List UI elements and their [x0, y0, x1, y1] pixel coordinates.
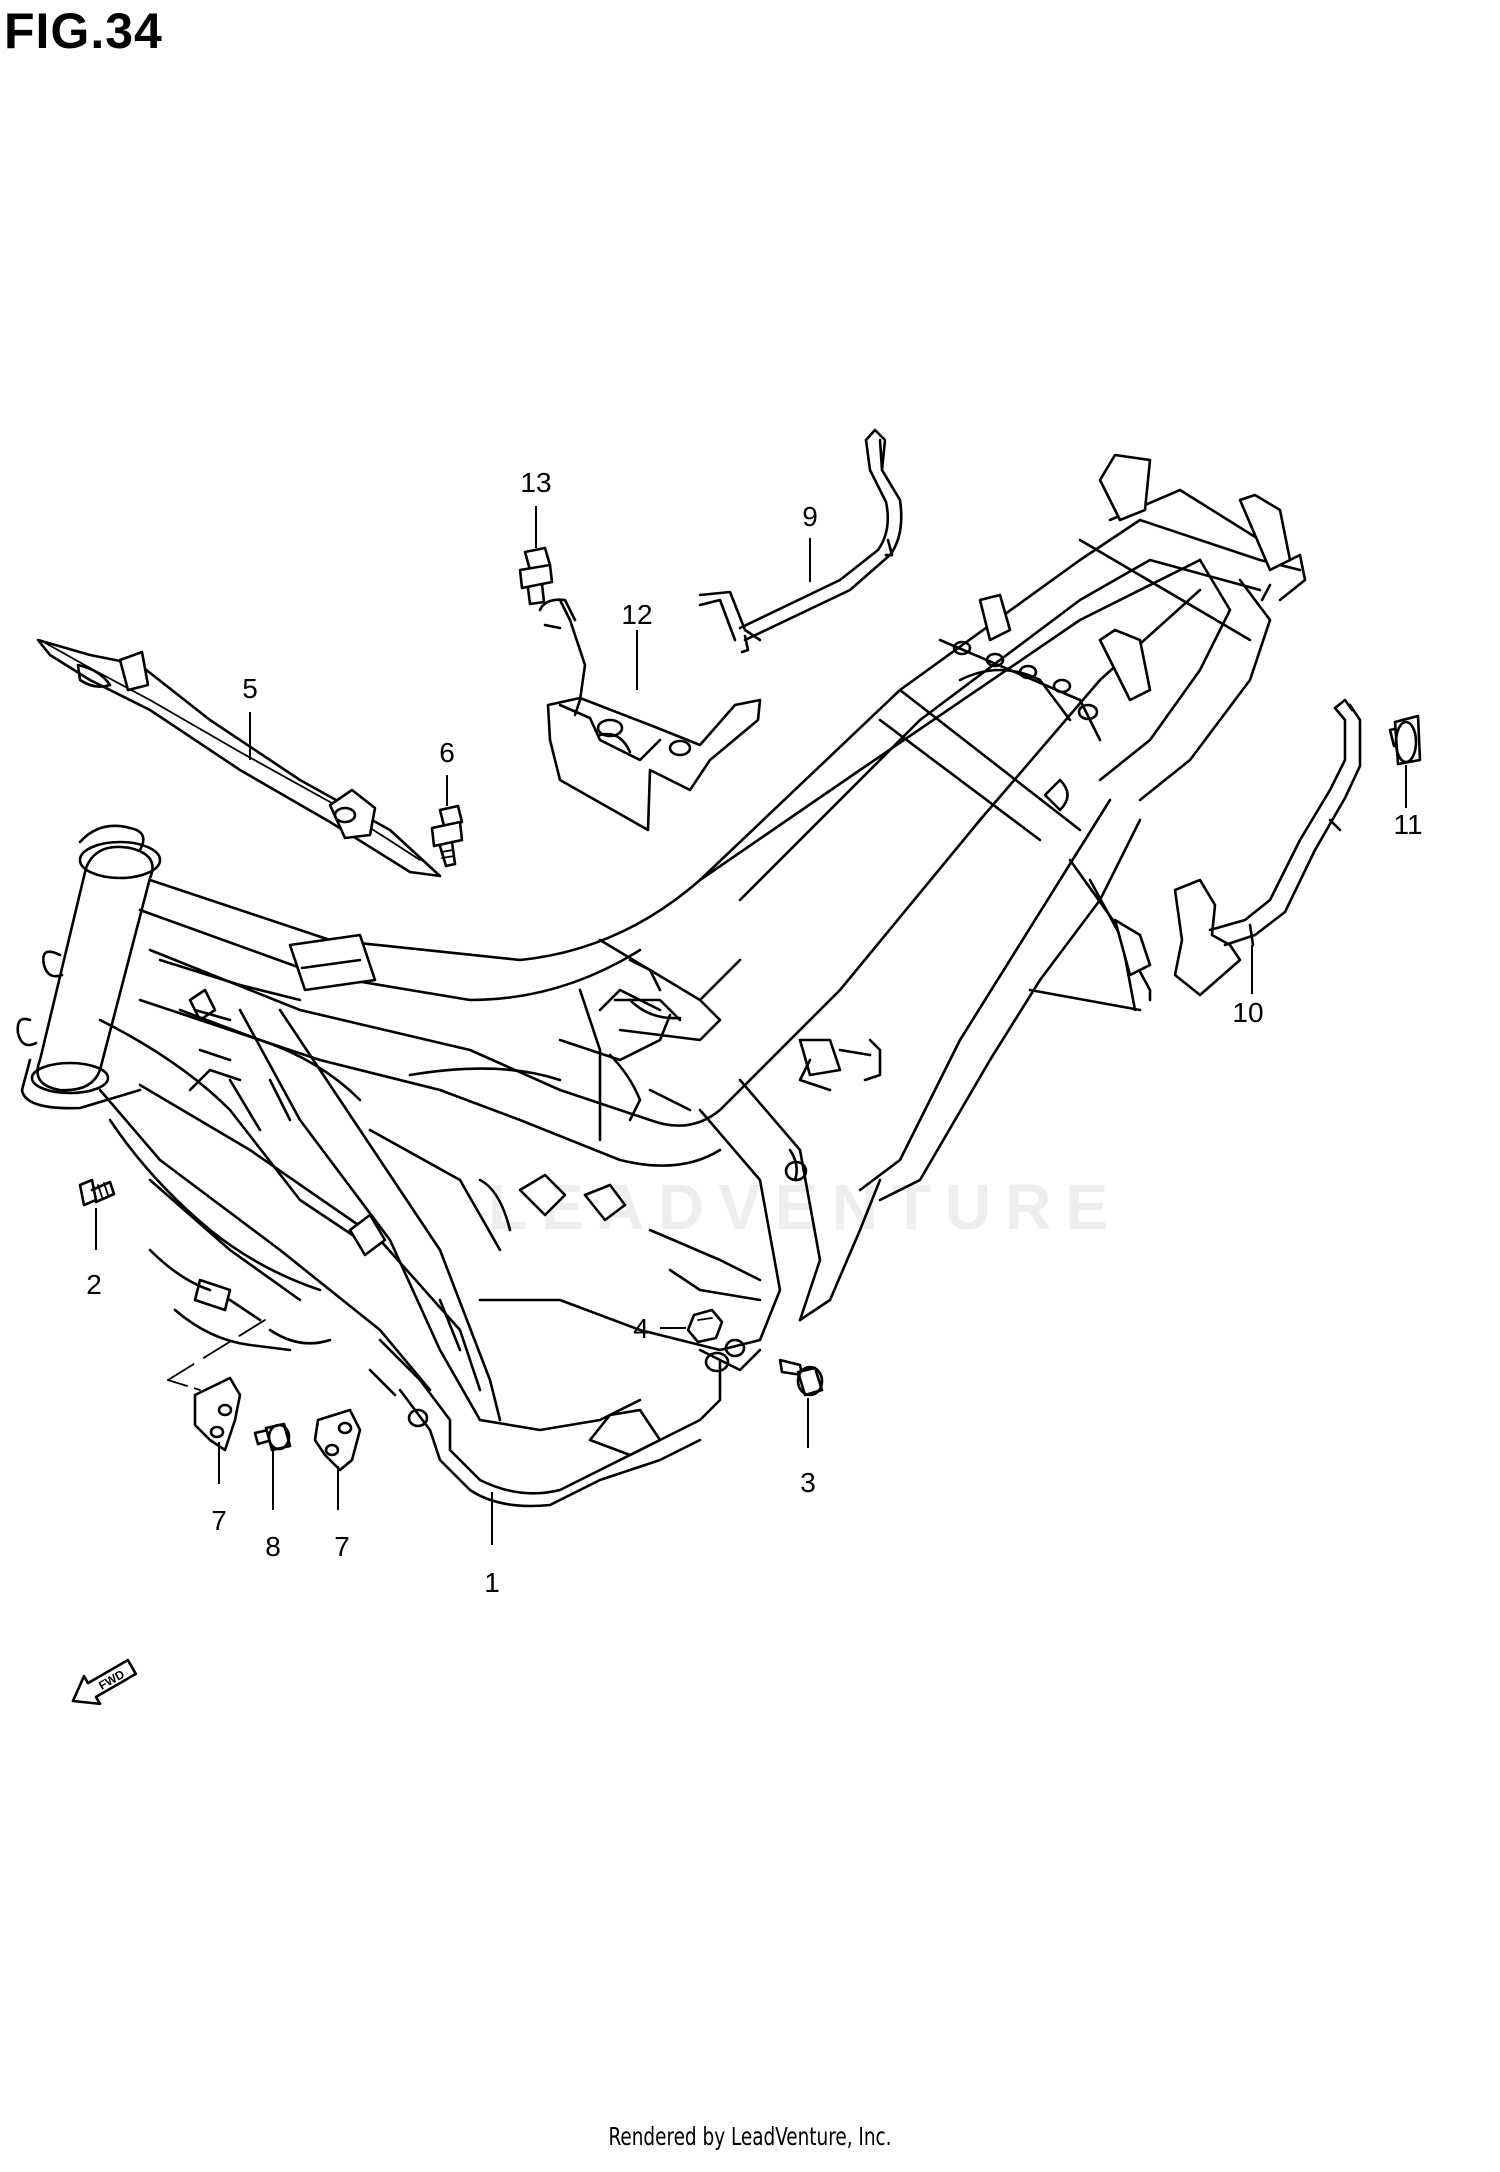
main-frame[interactable] [16, 453, 1307, 1508]
callout-1: 1 [484, 1567, 500, 1598]
callout-7b: 7 [334, 1531, 350, 1562]
part-4-nut[interactable] [686, 1308, 724, 1344]
fwd-arrow-icon: FWD [71, 1658, 138, 1706]
figure-title: FIG.34 [4, 3, 163, 59]
callout-10: 10 [1232, 997, 1263, 1028]
part-11-bolt[interactable] [1388, 714, 1422, 766]
callout-6: 6 [439, 737, 455, 768]
part-13-bolt[interactable] [518, 546, 554, 606]
part-8-bolt[interactable] [253, 1422, 292, 1452]
callout-12: 12 [621, 599, 652, 630]
part-3-bolt[interactable] [778, 1358, 824, 1397]
callout-labels: 1 2 3 4 5 6 7 7 8 9 10 11 12 13 [86, 467, 1422, 1598]
leader-lines [95, 506, 1407, 1545]
callout-5: 5 [242, 673, 258, 704]
callout-7a: 7 [211, 1505, 227, 1536]
callout-9: 9 [802, 501, 818, 532]
part-6-bolt[interactable] [430, 804, 464, 868]
part-7-plate-left[interactable] [193, 1376, 242, 1452]
watermark: LEADVENTURE [488, 1171, 1123, 1243]
part-5-long-bracket[interactable] [36, 638, 442, 878]
part-2-bolt[interactable] [78, 1178, 116, 1207]
callout-3: 3 [800, 1467, 816, 1498]
part-10-rear-stay[interactable] [1173, 698, 1362, 997]
callout-4: 4 [633, 1313, 649, 1344]
footer-credit: Rendered by LeadVenture, Inc. [608, 2122, 892, 2151]
part-9-rail-stay[interactable] [698, 428, 903, 654]
callout-2: 2 [86, 1269, 102, 1300]
part-7-plate-right[interactable] [313, 1408, 362, 1472]
part-12-bracket-plate[interactable] [538, 598, 762, 832]
callout-8: 8 [265, 1531, 281, 1562]
callout-13: 13 [520, 467, 551, 498]
callout-11: 11 [1393, 809, 1422, 840]
